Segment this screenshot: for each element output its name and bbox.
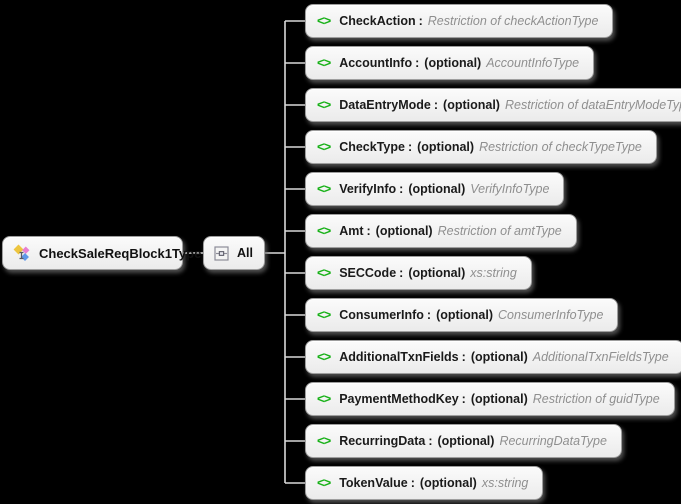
element-node[interactable]: <> RecurringData : (optional) RecurringD… — [305, 424, 622, 458]
element-node[interactable]: <> AdditionalTxnFields : (optional) Addi… — [305, 340, 681, 374]
element-separator: : — [433, 98, 439, 112]
xml-element-icon: <> — [317, 96, 331, 112]
element-name: AdditionalTxnFields — [339, 350, 459, 364]
element-optional-flag: (optional) — [424, 56, 482, 70]
xml-element-icon: <> — [317, 54, 331, 70]
element-separator: : — [418, 14, 423, 28]
element-name: CheckType — [339, 140, 405, 154]
element-node[interactable]: <> AccountInfo : (optional) AccountInfoT… — [305, 46, 595, 80]
xml-element-icon: <> — [317, 138, 331, 154]
element-node[interactable]: <> PaymentMethodKey : (optional) Restric… — [305, 382, 675, 416]
element-optional-flag: (optional) — [408, 182, 466, 196]
xml-element-icon: <> — [317, 180, 331, 196]
element-node[interactable]: <> VerifyInfo : (optional) VerifyInfoTyp… — [305, 172, 565, 206]
element-type: Restriction of guidType — [532, 392, 660, 406]
xml-element-icon: <> — [317, 306, 331, 322]
element-name: DataEntryMode — [339, 98, 431, 112]
element-optional-flag: (optional) — [470, 392, 528, 406]
element-node[interactable]: <> ConsumerInfo : (optional) ConsumerInf… — [305, 298, 619, 332]
element-name: PaymentMethodKey — [339, 392, 459, 406]
xml-element-icon: <> — [317, 432, 331, 448]
xml-element-icon: <> — [317, 264, 331, 280]
element-name: TokenValue — [339, 476, 408, 490]
element-optional-flag: (optional) — [443, 98, 500, 112]
xml-element-icon: <> — [317, 12, 331, 28]
xml-element-icon: <> — [317, 222, 331, 238]
all-compositor-icon — [214, 245, 229, 261]
root-type-label: CheckSaleReqBlock1Type — [39, 245, 202, 261]
element-separator: : — [428, 434, 433, 448]
element-separator: : — [461, 392, 466, 406]
element-separator: : — [426, 308, 432, 322]
element-optional-flag: (optional) — [375, 224, 433, 238]
element-name: Amt — [339, 224, 364, 238]
all-compositor-label: All — [237, 246, 253, 260]
root-type-node[interactable]: CheckSaleReqBlock1Type — [2, 236, 201, 270]
element-name: ConsumerInfo — [339, 308, 424, 322]
element-type: Restriction of amtType — [437, 224, 562, 238]
xml-element-icon: <> — [317, 348, 331, 364]
element-node[interactable]: <> CheckAction : Restriction of checkAct… — [305, 4, 614, 38]
element-type: Restriction of dataEntryModeType — [504, 98, 681, 112]
element-separator: : — [366, 224, 371, 238]
element-separator: : — [399, 182, 404, 196]
xml-element-icon: <> — [317, 474, 331, 490]
element-optional-flag: (optional) — [408, 266, 466, 280]
element-separator: : — [399, 266, 404, 280]
element-node[interactable]: <> CheckType : (optional) Restriction of… — [305, 130, 657, 164]
element-type: xs:string — [481, 476, 529, 490]
element-separator: : — [461, 350, 466, 364]
element-name: AccountInfo — [339, 56, 413, 70]
element-name: CheckAction — [339, 14, 416, 28]
element-type: VerifyInfoType — [470, 182, 550, 196]
element-separator: : — [410, 476, 415, 490]
element-optional-flag: (optional) — [436, 308, 494, 322]
all-compositor-node[interactable]: All — [203, 236, 265, 270]
element-name: RecurringData — [339, 434, 426, 448]
element-node[interactable]: <> TokenValue : (optional) xs:string — [305, 466, 544, 500]
element-type: Restriction of checkTypeType — [479, 140, 642, 154]
element-type: AccountInfoType — [486, 56, 580, 70]
element-name: VerifyInfo — [339, 182, 397, 196]
element-optional-flag: (optional) — [437, 434, 495, 448]
element-optional-flag: (optional) — [470, 350, 528, 364]
element-type: xs:string — [470, 266, 517, 280]
element-optional-flag: (optional) — [419, 476, 477, 490]
element-node[interactable]: <> Amt : (optional) Restriction of amtTy… — [305, 214, 577, 248]
element-separator: : — [407, 140, 413, 154]
element-optional-flag: (optional) — [417, 140, 475, 154]
complex-type-icon — [13, 244, 30, 261]
element-type: RecurringDataType — [499, 434, 607, 448]
element-node[interactable]: <> DataEntryMode : (optional) Restrictio… — [305, 88, 681, 122]
element-type: ConsumerInfoType — [498, 308, 604, 322]
element-type: AdditionalTxnFieldsType — [532, 350, 669, 364]
element-name: SECCode — [339, 266, 397, 280]
element-node[interactable]: <> SECCode : (optional) xs:string — [305, 256, 532, 290]
element-separator: : — [415, 56, 420, 70]
element-type: Restriction of checkActionType — [427, 14, 599, 28]
xml-element-icon: <> — [317, 390, 331, 406]
